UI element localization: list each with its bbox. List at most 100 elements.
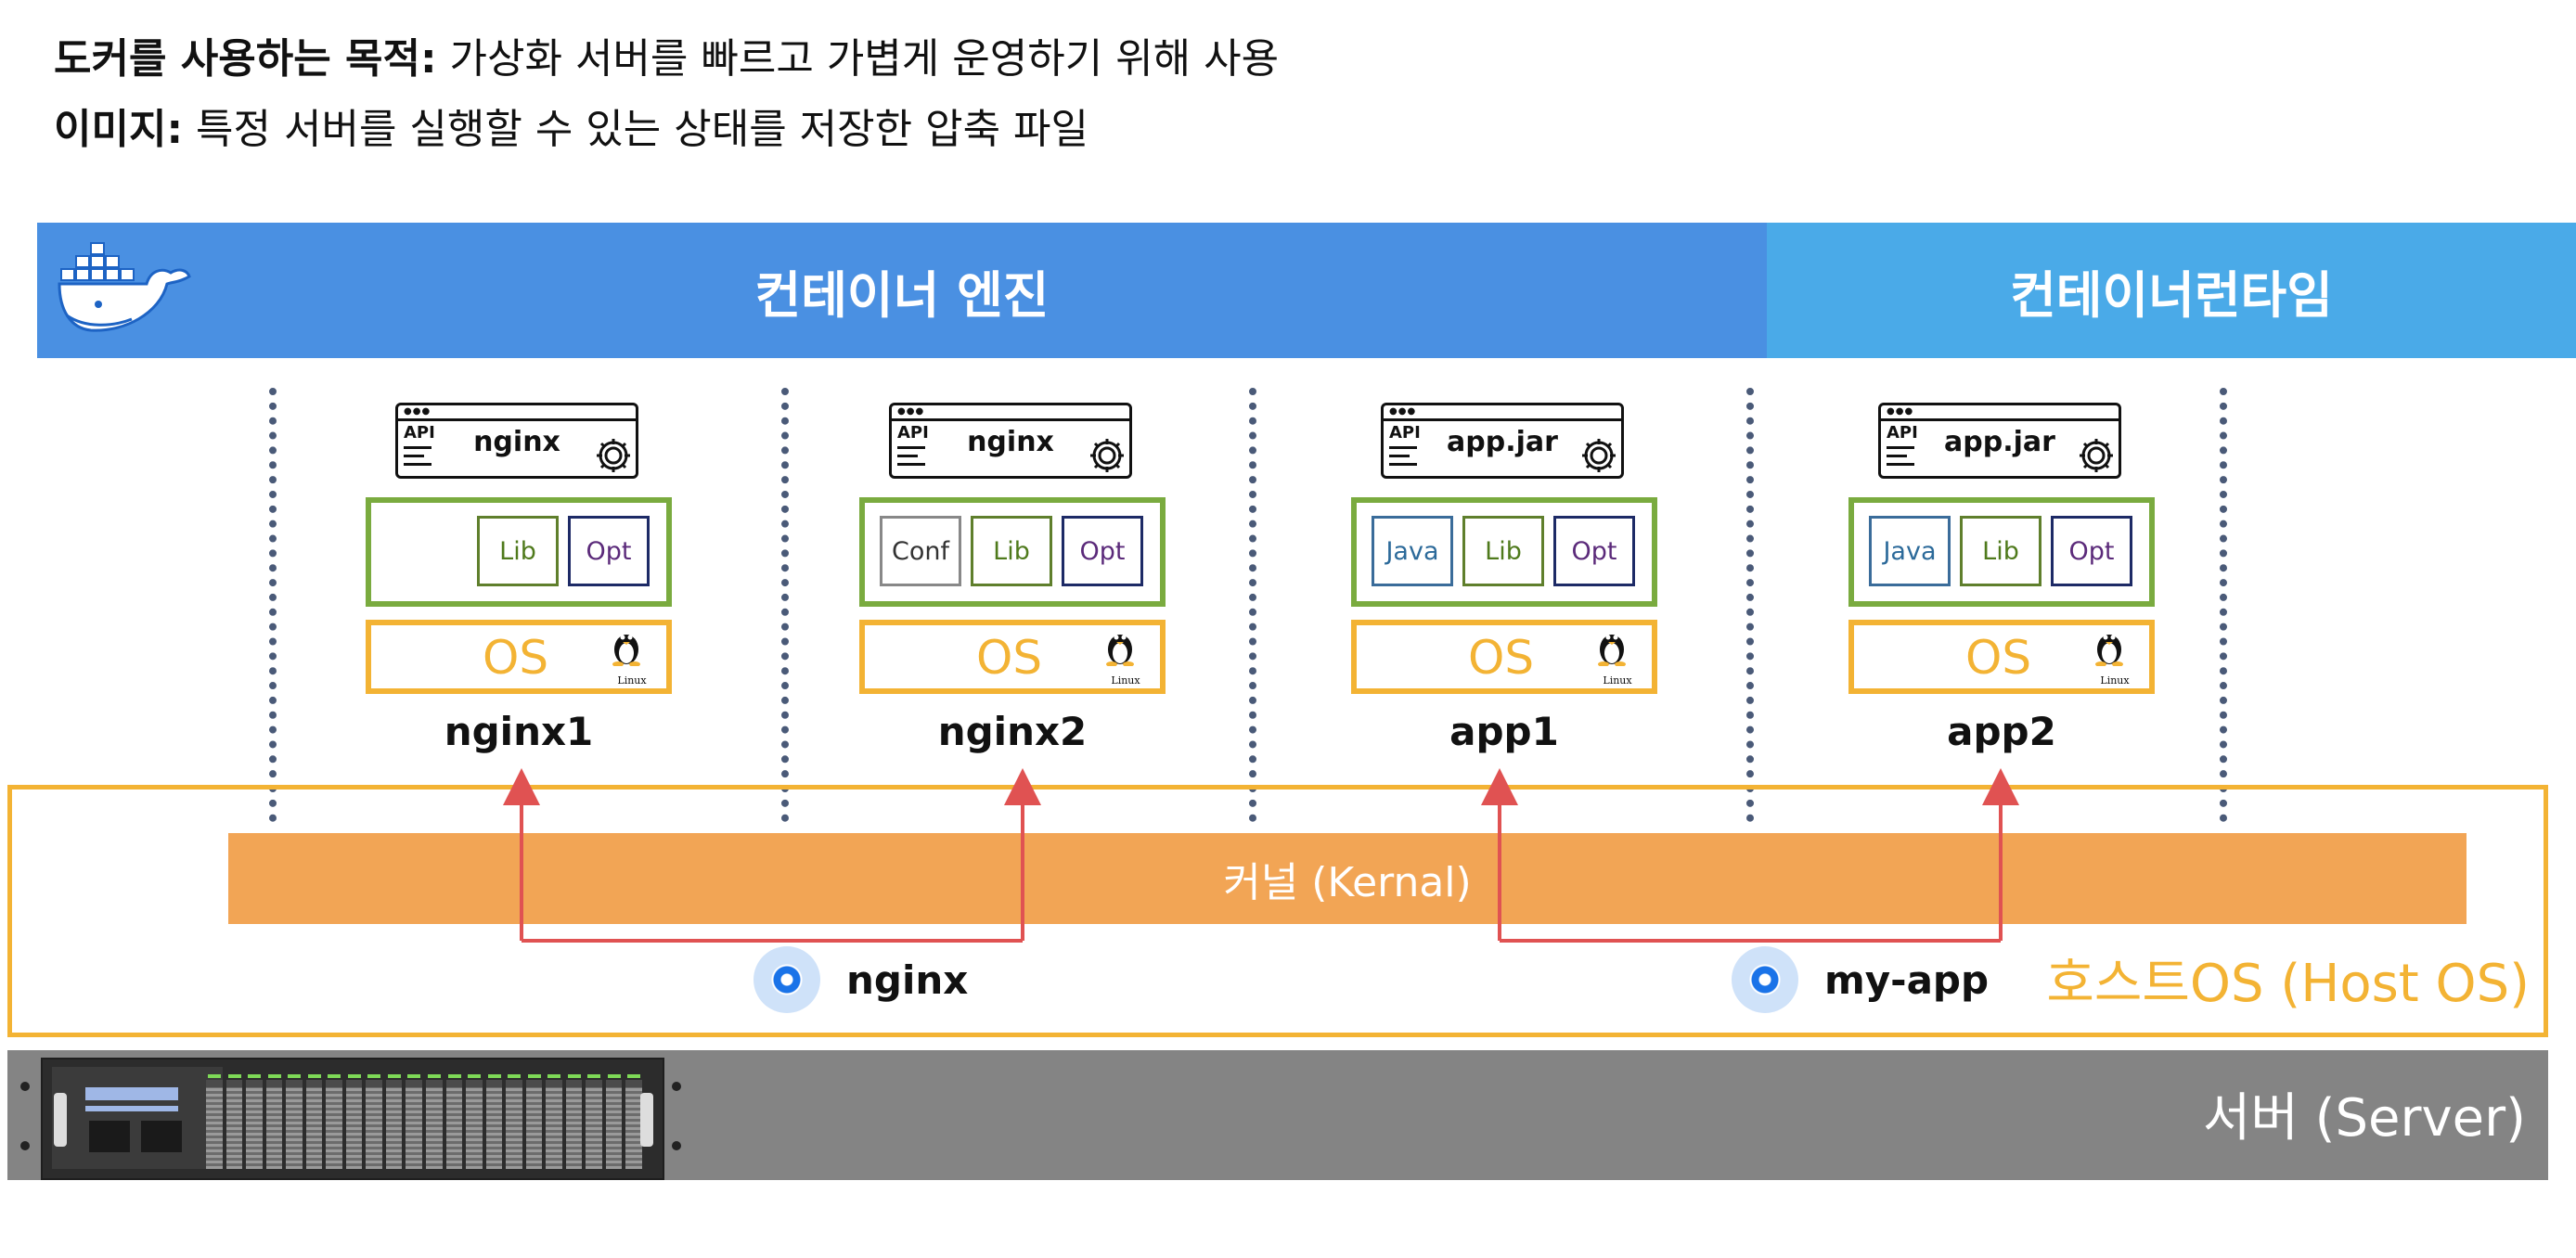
disc-icon xyxy=(1732,946,1798,1013)
os-label: OS xyxy=(483,631,549,685)
chip-opt: Opt xyxy=(1553,516,1635,586)
linux-label: Linux xyxy=(2100,674,2130,687)
os-label: OS xyxy=(1965,631,2032,685)
gear-icon xyxy=(1090,439,1124,472)
container-os-box: OS Linux xyxy=(366,620,672,694)
drive-bays xyxy=(206,1074,643,1169)
rack-handle xyxy=(54,1093,67,1147)
container-divider xyxy=(1746,388,1754,822)
linux-label: Linux xyxy=(1111,674,1140,687)
api-label: API xyxy=(1389,423,1421,443)
purpose-line: 도커를 사용하는 목적: 가상화 서버를 빠르고 가볍게 운영하기 위해 사용 xyxy=(54,32,1279,87)
kernel-label: 커널 (Kernal) xyxy=(1223,859,1472,906)
drive-bay xyxy=(305,1074,323,1169)
container-divider xyxy=(1249,388,1256,822)
drive-bay xyxy=(625,1074,643,1169)
container-os-box: OS Linux xyxy=(1848,620,2155,694)
container-engine-label: 컨테이너 엔진 xyxy=(754,265,1050,325)
image-definition-line: 이미지: 특정 서버를 실행할 수 있는 상태를 저장한 압축 파일 xyxy=(54,102,1088,158)
container-divider xyxy=(269,388,277,822)
server-rack-illustration xyxy=(41,1058,664,1180)
chip-opt: Opt xyxy=(568,516,650,586)
linux-tux-icon: Linux xyxy=(2093,627,2136,687)
purpose-label: 도커를 사용하는 목적: xyxy=(54,35,437,83)
os-label: OS xyxy=(1468,631,1535,685)
container-engine-banner: 컨테이너 엔진 xyxy=(37,223,1767,358)
container-name: nginx1 xyxy=(444,709,594,754)
drive-bay xyxy=(525,1074,543,1169)
gear-icon xyxy=(1582,439,1616,472)
api-label: API xyxy=(1887,423,1918,443)
rack-screw xyxy=(672,1141,681,1150)
container-divider xyxy=(781,388,789,822)
drive-bay xyxy=(506,1074,522,1169)
image-definition-label: 이미지: xyxy=(54,106,184,153)
app-window-icon: ●●● API app.jar xyxy=(1878,403,2121,479)
chip-lib: Lib xyxy=(477,516,559,586)
app-name: nginx xyxy=(473,426,560,458)
disc-icon xyxy=(753,946,820,1013)
container-name: app2 xyxy=(1947,709,2056,754)
chip-java: Java xyxy=(1869,516,1951,586)
drive-bay xyxy=(246,1074,263,1169)
linux-tux-icon: Linux xyxy=(1596,627,1639,687)
drive-bay xyxy=(225,1074,243,1169)
drive-bay xyxy=(366,1074,382,1169)
drive-bay xyxy=(406,1074,423,1169)
image-nginx: nginx xyxy=(753,946,968,1013)
drive-bay xyxy=(605,1074,623,1169)
linux-label: Linux xyxy=(617,674,647,687)
drive-bay xyxy=(485,1074,503,1169)
chip-opt: Opt xyxy=(2051,516,2132,586)
container-divider xyxy=(2220,388,2227,822)
api-label: API xyxy=(404,423,435,443)
drive-bay xyxy=(206,1074,223,1169)
image-my-app-label: my-app xyxy=(1824,956,1990,1003)
rack-screw xyxy=(20,1141,30,1150)
drive-bay xyxy=(326,1074,342,1169)
drive-bay xyxy=(385,1074,403,1169)
chip-java: Java xyxy=(1372,516,1453,586)
drive-bay xyxy=(546,1074,562,1169)
image-definition-text: 특정 서버를 실행할 수 있는 상태를 저장한 압축 파일 xyxy=(183,106,1089,153)
server-label: 서버 (Server) xyxy=(2202,1088,2526,1149)
app-window-icon: ●●● API nginx xyxy=(889,403,1132,479)
chip-lib: Lib xyxy=(1960,516,2041,586)
gear-icon xyxy=(2080,439,2113,472)
chip-conf: Conf xyxy=(880,516,961,586)
drive-bay xyxy=(286,1074,303,1169)
rack-screw xyxy=(672,1082,681,1091)
kernel-bar: 커널 (Kernal) xyxy=(228,833,2467,924)
docker-whale-icon xyxy=(58,242,191,332)
linux-tux-icon: Linux xyxy=(1104,627,1147,687)
rack-screw xyxy=(20,1082,30,1091)
app-name: app.jar xyxy=(1447,426,1558,458)
container-runtime-label: 컨테이너런타임 xyxy=(2010,265,2333,325)
app-window-icon: ●●● API nginx xyxy=(395,403,638,479)
image-nginx-label: nginx xyxy=(846,956,969,1003)
drive-bay xyxy=(265,1074,283,1169)
drive-bay xyxy=(445,1074,463,1169)
purpose-text: 가상화 서버를 빠르고 가볍게 운영하기 위해 사용 xyxy=(436,35,1280,83)
drive-bay xyxy=(426,1074,443,1169)
linux-tux-icon: Linux xyxy=(611,627,653,687)
drive-bay xyxy=(586,1074,602,1169)
chip-lib: Lib xyxy=(971,516,1052,586)
linux-label: Linux xyxy=(1603,674,1632,687)
app-window-icon: ●●● API app.jar xyxy=(1381,403,1624,479)
gear-icon xyxy=(597,439,630,472)
host-os-frame xyxy=(7,785,2548,1037)
rack-handle xyxy=(640,1093,653,1147)
container-os-box: OS Linux xyxy=(1351,620,1657,694)
chip-lib: Lib xyxy=(1462,516,1544,586)
container-name: nginx2 xyxy=(937,709,1088,754)
drive-bay xyxy=(345,1074,363,1169)
host-os-label: 호스트OS (Host OS) xyxy=(2046,954,2530,1014)
image-my-app: my-app xyxy=(1732,946,1989,1013)
container-name: app1 xyxy=(1449,709,1559,754)
